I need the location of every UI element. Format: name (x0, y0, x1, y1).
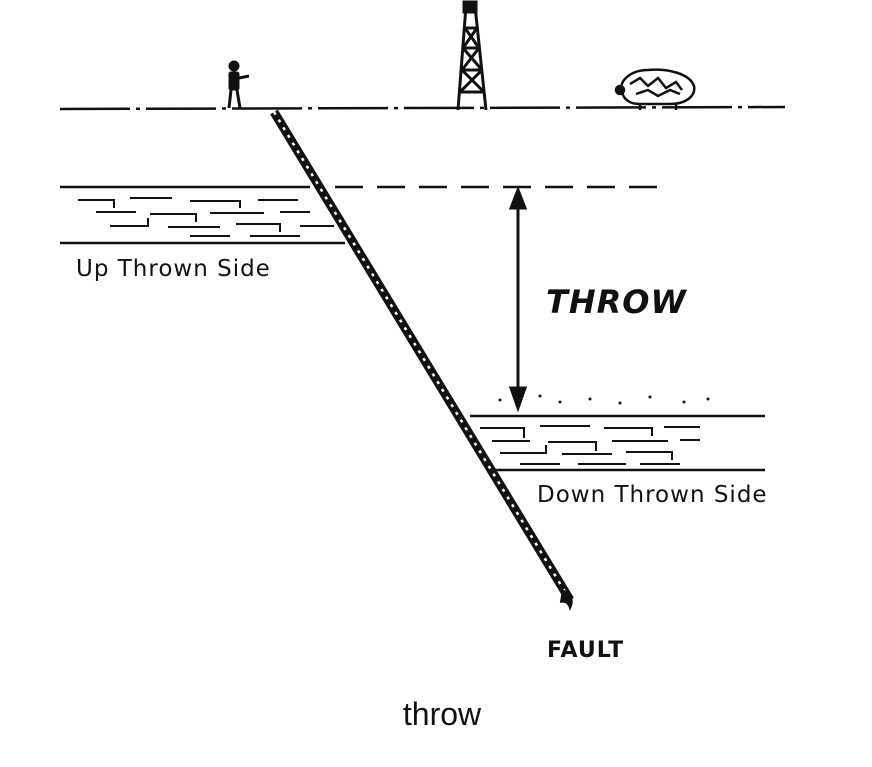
speckles (498, 394, 710, 405)
throw-label: THROW (546, 283, 687, 321)
diagram-caption: throw (403, 696, 482, 732)
ground-surface (59, 105, 786, 111)
person-icon (227, 60, 250, 109)
down-thrown-layer (470, 414, 765, 472)
up-thrown-layer (60, 185, 345, 245)
down-thrown-side-label: Down Thrown Side (537, 482, 768, 508)
up-thrown-side-label: Up Thrown Side (76, 256, 271, 282)
throw-arrow (508, 185, 528, 413)
derrick-icon (456, 0, 488, 111)
fault-label: FAULT (547, 638, 624, 663)
bison-icon (614, 68, 696, 110)
fault-line (270, 109, 574, 611)
